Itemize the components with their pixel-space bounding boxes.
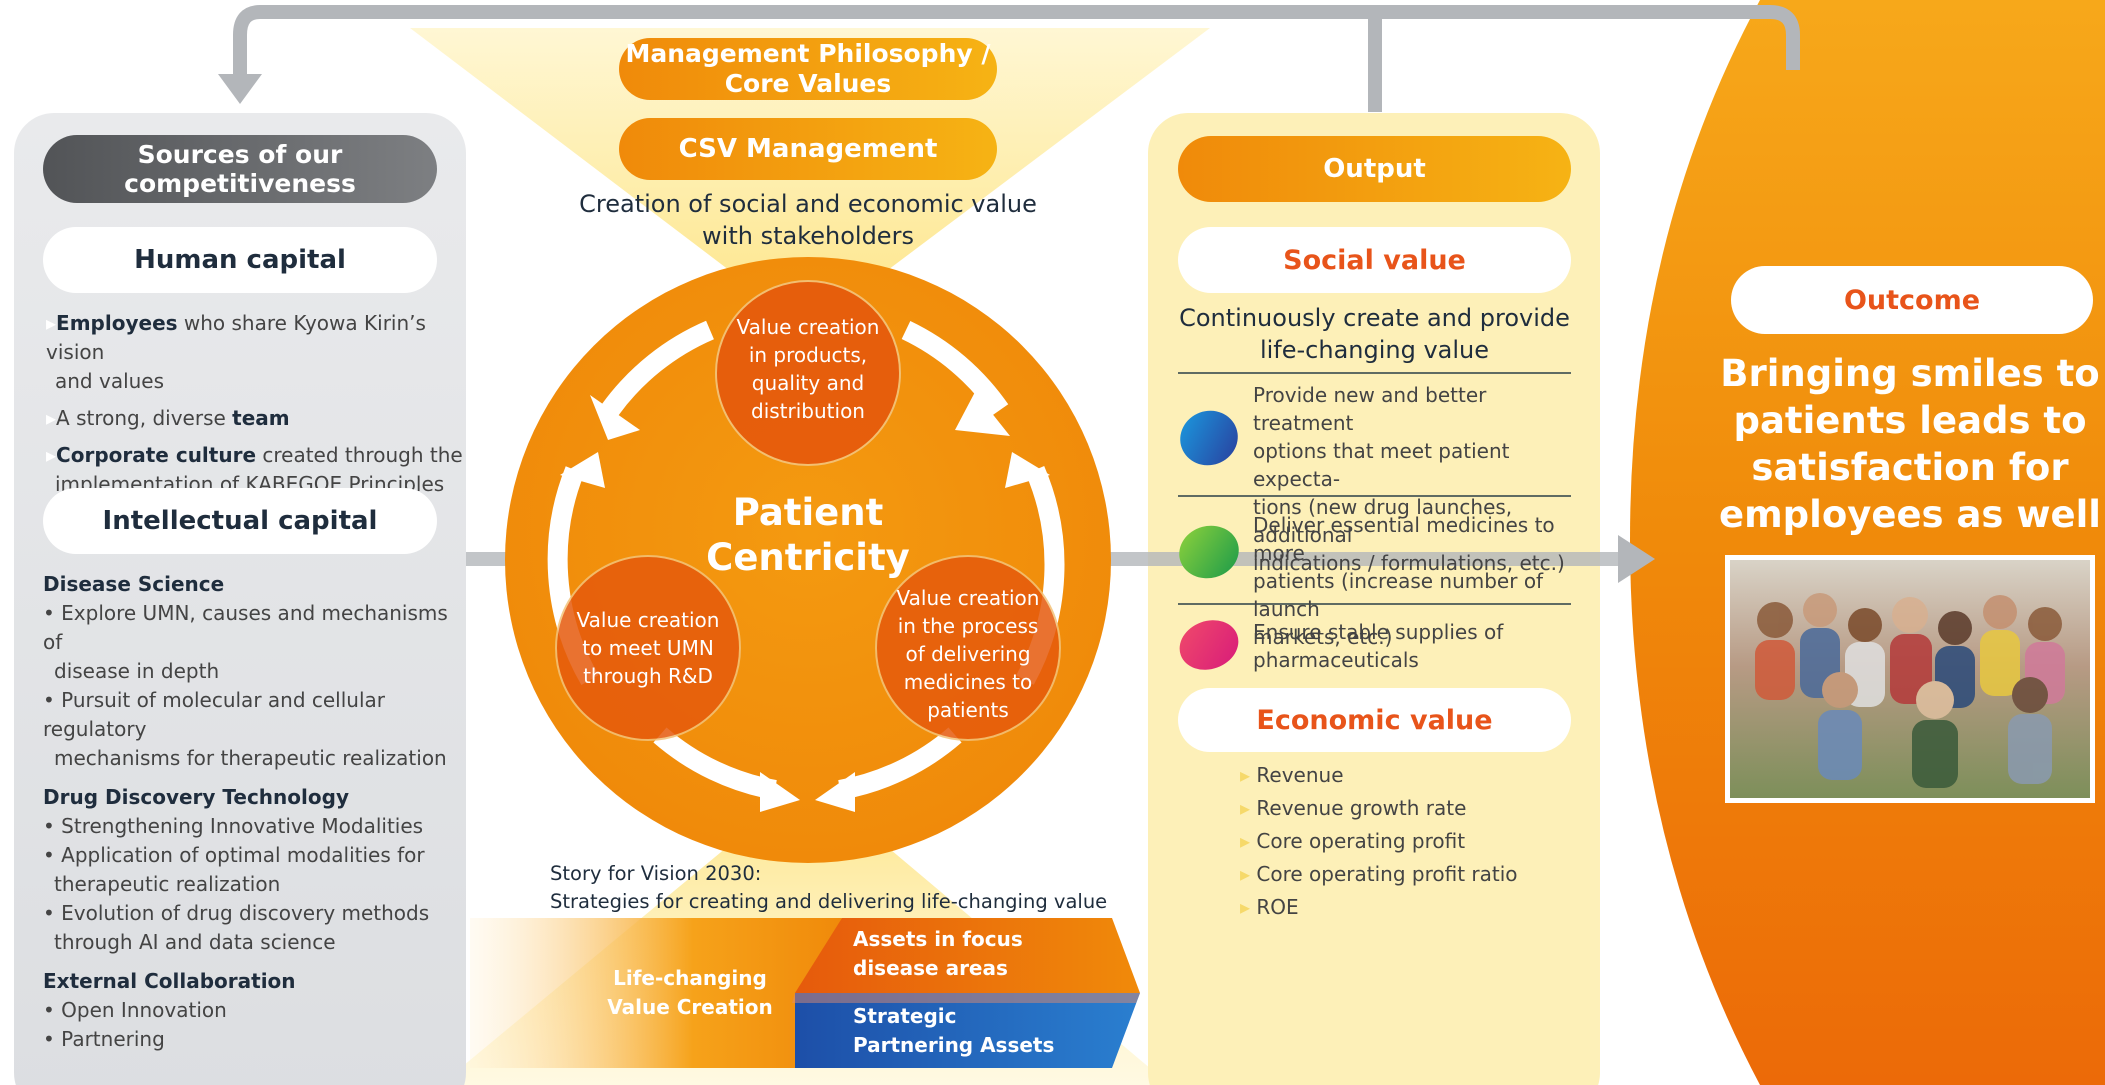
hc-item2-bold: team — [232, 406, 290, 430]
ic-group-heading: Drug Discovery Technology — [43, 785, 349, 809]
output-title-pill: Output — [1178, 136, 1571, 202]
hc-item3-rest1: created through the — [256, 443, 463, 467]
sources-title-line1: Sources of our — [137, 140, 343, 169]
list-item: • Pursuit of molecular and cellular regu… — [43, 688, 447, 770]
ic-group-external: External Collaboration • Open Innovation… — [43, 967, 468, 1054]
philosophy-line1: Management Philosophy / — [625, 39, 991, 68]
ic-group-drug-discovery: Drug Discovery Technology • Strengthenin… — [43, 783, 468, 957]
sources-title-line2: competitiveness — [124, 169, 356, 198]
list-item: ▸ Revenue growth rate — [1240, 796, 1467, 820]
human-capital-pill: Human capital — [43, 227, 437, 293]
list-item: • Open Innovation — [43, 998, 227, 1022]
assets-focus-label: Assets in focus disease areas — [853, 927, 1023, 980]
ic-group-heading: Disease Science — [43, 572, 225, 596]
patient-centricity-title: Patient Centricity — [706, 491, 910, 579]
csv-management-pill: CSV Management — [619, 118, 997, 180]
list-item: ▸ Core operating profit — [1240, 829, 1466, 853]
list-item: ▸ Revenue — [1240, 763, 1344, 787]
sources-title-pill: Sources of our competitiveness — [43, 135, 437, 203]
economic-items: ▸ Revenue ▸ Revenue growth rate ▸ Core o… — [1240, 759, 1570, 924]
list-item: • Partnering — [43, 1027, 165, 1051]
hc-item3-bold: Corporate culture — [56, 443, 257, 467]
social-value-pill: Social value — [1178, 227, 1571, 293]
intellectual-capital-pill: Intellectual capital — [43, 488, 437, 554]
outcome-statement: Bringing smiles to patients leads to sat… — [1719, 352, 2101, 536]
ic-group-heading: External Collaboration — [43, 969, 296, 993]
hc-item1-rest1: who share Kyowa Kirin’s vision — [46, 311, 426, 364]
hc-item1-bold: Employees — [56, 311, 178, 335]
list-item: • Strengthening Innovative Modalities — [43, 814, 424, 838]
csv-label: CSV Management — [678, 134, 938, 164]
intellectual-capital-list: Disease Science • Explore UMN, causes an… — [43, 570, 468, 1054]
list-item: ▸A strong, diverse team — [46, 406, 290, 430]
outcome-photo — [1725, 555, 2095, 803]
story-text: Story for Vision 2030: Strategies for cr… — [550, 862, 1108, 913]
strategic-partnering-label: Strategic Partnering Assets — [853, 1004, 1055, 1057]
human-capital-title: Human capital — [134, 245, 346, 275]
list-item: ▸ Core operating profit ratio — [1240, 862, 1518, 886]
creation-line1: Creation of social and economic value — [579, 190, 1037, 218]
list-item: ▸ ROE — [1240, 895, 1299, 919]
management-philosophy-pill: Management Philosophy / Core Values — [619, 38, 997, 100]
hc-item1-rest2: and values — [55, 369, 165, 393]
economic-value-pill: Economic value — [1178, 688, 1571, 752]
ic-group-disease: Disease Science • Explore UMN, causes an… — [43, 570, 468, 773]
outcome-title-pill: Outcome — [1731, 266, 2093, 334]
philosophy-line2: Core Values — [724, 69, 892, 98]
social-value-subtitle: Continuously create and provide life-cha… — [1179, 304, 1570, 364]
creation-line2: with stakeholders — [702, 222, 914, 250]
human-capital-list: ▸Employees who share Kyowa Kirin’s visio… — [46, 309, 466, 499]
list-item: ▸Employees who share Kyowa Kirin’s visio… — [46, 309, 466, 396]
hc-item2-pre: A strong, diverse — [56, 406, 233, 430]
creation-text: Creation of social and economic value wi… — [560, 188, 1056, 252]
life-changing-label: Life-changing Value Creation — [607, 966, 773, 1019]
intellectual-capital-title: Intellectual capital — [102, 506, 378, 536]
